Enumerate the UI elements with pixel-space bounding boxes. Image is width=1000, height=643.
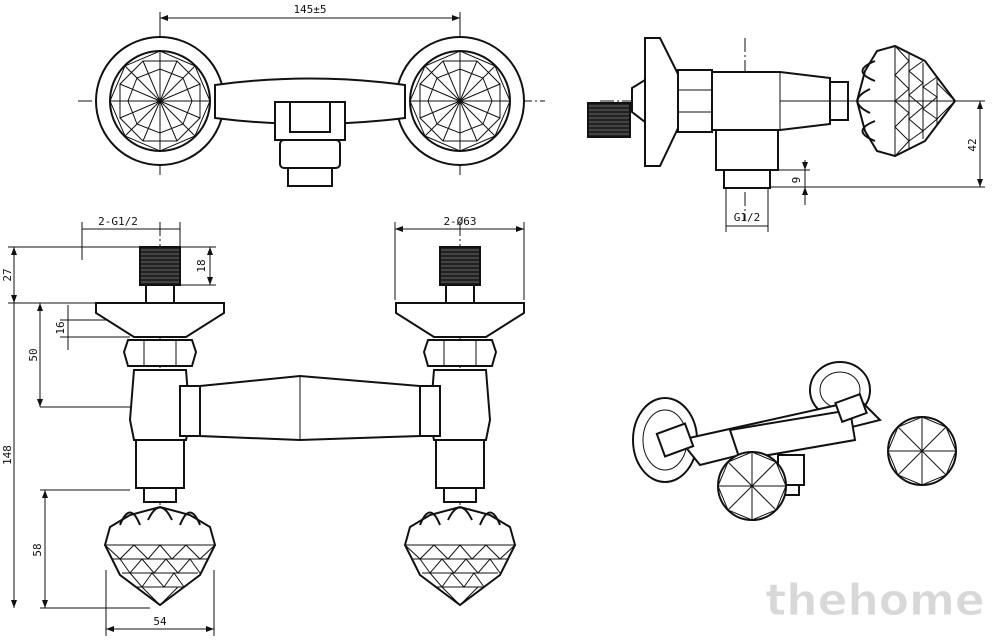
dim-left-thread: 2-G1/2 [98, 215, 138, 228]
dim-right-diameter: 2-Ø63 [443, 215, 476, 228]
dim-58: 58 [31, 543, 44, 556]
left-column [95, 246, 225, 606]
dim-side-thread: G1/2 [734, 211, 761, 224]
dim-side-nut: 9 [790, 177, 803, 184]
side-view: 42 9 G1/2 [587, 37, 985, 232]
dim-thread-len: 18 [195, 259, 208, 272]
dim-side-height: 42 [966, 138, 979, 151]
front-view: 2-G1/2 2-Ø63 18 27 148 50 16 [1, 215, 525, 636]
dim-148: 148 [1, 445, 14, 465]
dim-50: 50 [27, 348, 40, 361]
watermark-logo: thehome [765, 575, 984, 626]
dim-top-27: 27 [1, 268, 14, 281]
dim-16: 16 [54, 321, 67, 334]
isometric-view [632, 361, 957, 521]
dim-top-width: 145±5 [293, 3, 326, 16]
top-view: 145±5 [78, 3, 545, 187]
crossbar [199, 374, 421, 442]
right-column [395, 246, 525, 606]
dim-54: 54 [153, 615, 167, 628]
